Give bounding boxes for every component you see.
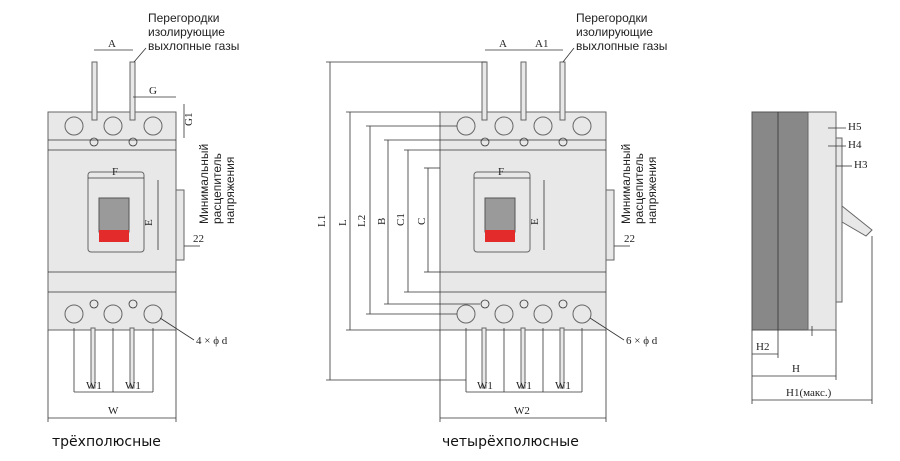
dims-four-pole: A A1 F E 22 W1 W1 W1 W2 6 × ϕ d L1 L L2	[316, 38, 658, 422]
terminal-top	[494, 116, 514, 136]
terminal-top	[572, 116, 592, 136]
terminal-top	[103, 116, 123, 136]
terminal-bottom	[494, 304, 514, 324]
dim-W1: W1	[86, 380, 102, 392]
dims-side: H5 H4 H3 H2 H H1(макс.)	[751, 121, 873, 404]
terminal-bottom	[572, 304, 592, 324]
caption-three-pole: трёхполюсные	[52, 434, 161, 450]
handle-red-3p	[99, 230, 129, 242]
terminal-top	[64, 116, 84, 136]
dim-W1: W1	[516, 380, 532, 392]
side-body-light	[807, 111, 837, 331]
terminal-bottom	[143, 304, 163, 324]
release-note-line1: Минимальный	[619, 144, 633, 224]
dim-C1: C1	[395, 213, 407, 226]
release-note-line3: напряжения	[645, 157, 659, 224]
dim-H3: H3	[854, 159, 868, 171]
dim-E: E	[143, 219, 155, 226]
dim-H5: H5	[848, 121, 862, 133]
baffle-plate	[129, 61, 136, 121]
caption-four-pole: четырёхполюсные	[442, 434, 579, 450]
baffle-note-4p: Перегородки изолирующие выхлопные газы	[562, 11, 667, 63]
dim-W: W	[108, 405, 119, 417]
dim-C: C	[416, 218, 428, 225]
release-note-line3: напряжения	[223, 157, 237, 224]
terminal-bottom	[533, 304, 553, 324]
dim-A: A	[108, 38, 116, 50]
baffle-plate	[559, 61, 566, 121]
dims-three-pole: A G G1 F E 22 W1 W1 W 4 × ϕ d	[47, 38, 228, 422]
baffle-note-3p: Перегородки изолирующие выхлопные газы	[133, 11, 239, 63]
baffle-note-line1: Перегородки	[148, 11, 219, 25]
dim-B: B	[376, 218, 388, 225]
terminal-top	[456, 116, 476, 136]
dim-G1: G1	[183, 113, 195, 126]
dim-W1: W1	[555, 380, 571, 392]
dim-G: G	[149, 85, 157, 97]
four-pole-view	[439, 61, 615, 392]
terminal-bottom	[64, 304, 84, 324]
dim-L: L	[337, 219, 349, 226]
baffle-plate	[91, 61, 98, 121]
handle-red-4p	[485, 230, 515, 242]
holes-label-4p: 6 × ϕ d	[626, 335, 658, 347]
release-note-line2: расцепитель	[210, 153, 224, 224]
baffle-note-line2: изолирующие	[576, 25, 653, 39]
baffle-note-line1: Перегородки	[576, 11, 647, 25]
dim-W2: W2	[514, 405, 530, 417]
baffle-plate	[481, 61, 488, 121]
dim-E-4p: E	[529, 218, 541, 225]
terminal-top	[533, 116, 553, 136]
dim-F: F	[112, 166, 118, 178]
baffle-note-line2: изолирующие	[148, 25, 225, 39]
release-note-line2: расцепитель	[632, 153, 646, 224]
dim-22-4p: 22	[624, 233, 635, 245]
side-view	[751, 111, 873, 336]
release-note-line1: Минимальный	[197, 144, 211, 224]
terminal-bottom	[103, 304, 123, 324]
baffle-note-line3: выхлопные газы	[148, 39, 239, 53]
side-body-dark	[751, 111, 809, 331]
dim-22-3p: 22	[193, 233, 204, 245]
side-handle	[841, 204, 873, 237]
release-note-4p: Минимальный расцепитель напряжения	[619, 144, 659, 224]
three-pole-view	[47, 61, 185, 392]
dim-H1: H1(макс.)	[786, 387, 832, 399]
baffle-plate	[520, 61, 527, 121]
baffle-note-line3: выхлопные газы	[576, 39, 667, 53]
holes-label-3p: 4 × ϕ d	[196, 335, 228, 347]
dim-H2: H2	[756, 341, 769, 353]
terminal-bottom	[456, 304, 476, 324]
dim-F-4p: F	[498, 166, 504, 178]
release-note-3p: Минимальный расцепитель напряжения	[197, 144, 237, 224]
terminal-top	[143, 116, 163, 136]
dim-L1: L1	[316, 215, 328, 227]
dim-A1: A1	[535, 38, 548, 50]
dim-H: H	[792, 363, 800, 375]
dim-L2: L2	[356, 215, 368, 227]
dim-H4: H4	[848, 139, 862, 151]
dim-W1: W1	[125, 380, 141, 392]
dim-A-4p: A	[499, 38, 507, 50]
dim-W1: W1	[477, 380, 493, 392]
